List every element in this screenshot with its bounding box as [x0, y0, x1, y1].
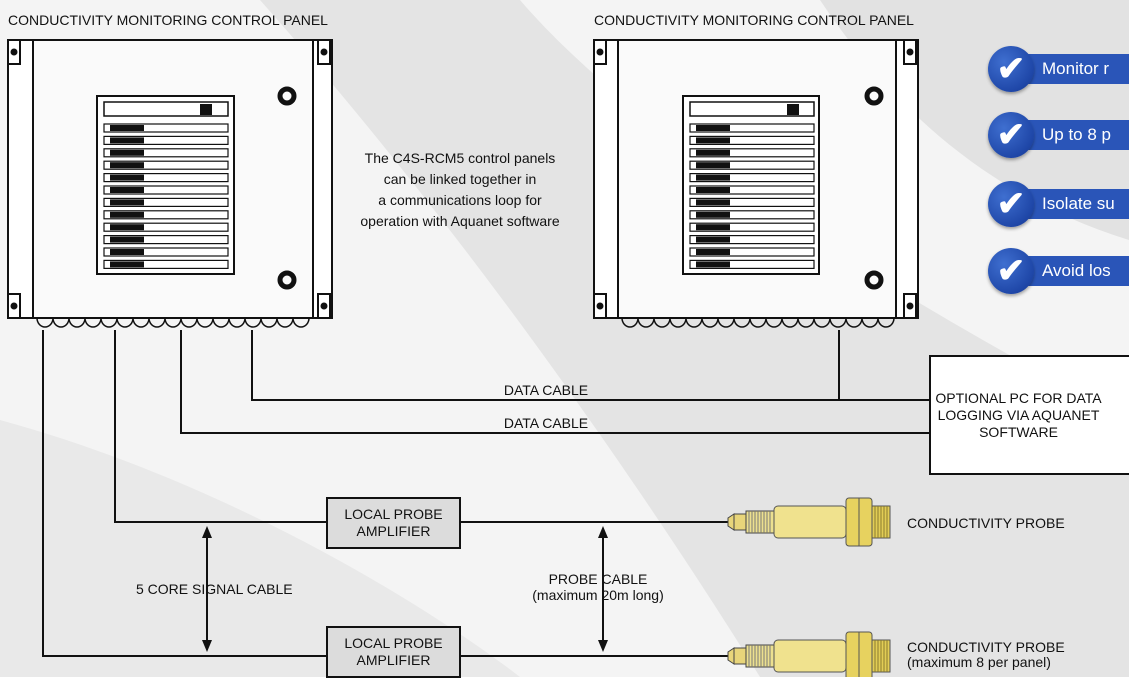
amplifier-1-line-1: LOCAL PROBE: [344, 506, 443, 522]
panel-2-title: CONDUCTIVITY MONITORING CONTROL PANEL: [594, 12, 914, 28]
data-cable-label-1: DATA CABLE: [503, 382, 589, 398]
check-icon: ✔: [988, 112, 1034, 158]
local-probe-amplifier-1: LOCAL PROBE AMPLIFIER: [326, 497, 461, 549]
link-note-line-4: operation with Aquanet software: [360, 213, 560, 229]
pc-line-1: OPTIONAL PC FOR DATA: [935, 389, 1102, 406]
probe-2-label-line-2: (maximum 8 per panel): [907, 654, 1051, 670]
amplifier-1-line-2: AMPLIFIER: [356, 523, 431, 539]
link-note-line-1: The C4S-RCM5 control panels: [364, 150, 556, 166]
signal-cable-lines: [42, 330, 728, 657]
panel-1-title: CONDUCTIVITY MONITORING CONTROL PANEL: [8, 12, 328, 28]
pc-line-3: SOFTWARE: [979, 423, 1058, 440]
data-cable-label-2: DATA CABLE: [503, 415, 589, 431]
control-panel-1: [7, 39, 333, 328]
local-probe-amplifier-2: LOCAL PROBE AMPLIFIER: [326, 626, 461, 678]
feature-item-3: Isolate su ✔: [988, 181, 1129, 227]
amplifier-2-line-2: AMPLIFIER: [356, 652, 431, 668]
check-icon: ✔: [988, 46, 1034, 92]
feature-4-label: Avoid los: [1018, 256, 1129, 286]
probe-cable-label-line-1: PROBE CABLE: [548, 571, 648, 587]
feature-item-4: Avoid los ✔: [988, 248, 1129, 294]
measure-arrows: [206, 534, 604, 644]
feature-item-2: Up to 8 p ✔: [988, 112, 1129, 158]
probe-2-label-line-1: CONDUCTIVITY PROBE: [907, 639, 1065, 655]
feature-2-label: Up to 8 p: [1018, 120, 1129, 150]
probe-1-label: CONDUCTIVITY PROBE: [907, 515, 1065, 531]
probe-2-label: CONDUCTIVITY PROBE (maximum 8 per panel): [907, 640, 1065, 670]
control-panel-2: [593, 39, 919, 328]
conductivity-probe-1: [727, 497, 891, 547]
pc-line-2: LOGGING VIA AQUANET: [937, 406, 1100, 423]
probe-cable-label: PROBE CABLE (maximum 20m long): [532, 571, 663, 603]
data-cable-lines: [180, 330, 932, 434]
feature-item-1: Monitor r ✔: [988, 46, 1129, 92]
check-icon: ✔: [988, 181, 1034, 227]
link-note: The C4S-RCM5 control panels can be linke…: [360, 148, 559, 232]
check-icon: ✔: [988, 248, 1034, 294]
optional-pc-box: OPTIONAL PC FOR DATA LOGGING VIA AQUANET…: [929, 355, 1129, 475]
amplifier-2-line-1: LOCAL PROBE: [344, 635, 443, 651]
signal-cable-label: 5 CORE SIGNAL CABLE: [136, 581, 293, 597]
feature-1-label: Monitor r: [1018, 54, 1129, 84]
link-note-line-3: a communications loop for: [378, 192, 542, 208]
feature-3-label: Isolate su: [1018, 189, 1129, 219]
conductivity-probe-2: [727, 631, 891, 677]
link-note-line-2: can be linked together in: [383, 171, 537, 187]
probe-cable-label-line-2: (maximum 20m long): [532, 587, 664, 603]
